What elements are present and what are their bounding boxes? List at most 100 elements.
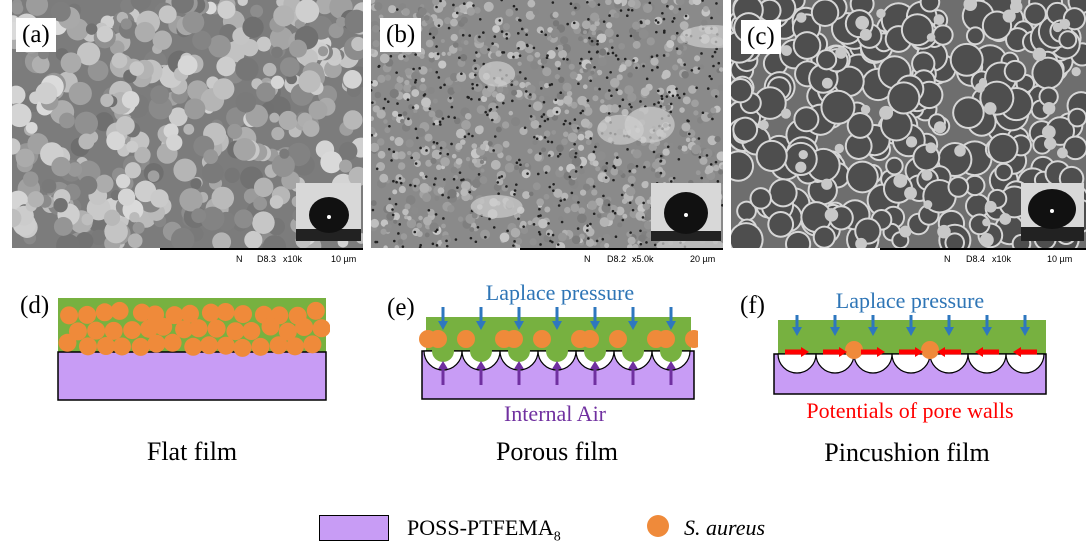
bacterium <box>201 303 220 322</box>
bacterium <box>184 337 203 356</box>
bacterium <box>154 317 173 336</box>
scale-bar-label-a: 10 µm <box>331 254 357 264</box>
bacterium <box>189 319 208 338</box>
air-arrow-head <box>514 361 524 369</box>
flat-film-diagram <box>57 298 330 401</box>
bacterium <box>58 333 77 352</box>
scale-d-a: D8.3 <box>257 254 277 264</box>
diagram-tag-d: (d) <box>20 292 50 319</box>
bacterium <box>60 306 79 325</box>
legend-substrate-swatch <box>319 515 389 541</box>
bacterium <box>251 337 270 356</box>
laplace-arrow-head <box>1020 327 1030 336</box>
trapped-meniscus <box>546 340 568 362</box>
sem-texture-a <box>12 0 363 248</box>
bacterium <box>123 321 142 340</box>
bacterium <box>132 303 151 322</box>
caption-flat-film: Flat film <box>146 437 238 466</box>
scale-n-a: N <box>236 254 243 264</box>
laplace-label-f: Laplace pressure <box>835 288 985 313</box>
bacterium <box>147 334 166 353</box>
bacterium <box>78 305 97 324</box>
droplet-inset-c <box>1021 183 1084 241</box>
pore <box>1005 353 1045 374</box>
bacterium <box>306 301 325 320</box>
bacterium <box>845 341 863 359</box>
bacterium <box>234 305 253 324</box>
scale-n-b: N <box>584 254 591 264</box>
laplace-arrow-head <box>552 321 562 330</box>
diagram-tag-e: (e) <box>387 294 415 321</box>
bacterium <box>110 301 129 320</box>
scale-mag-c: x10k <box>992 254 1012 264</box>
caption-porous-film: Porous film <box>495 437 619 466</box>
bacterium <box>286 337 305 356</box>
bacterium <box>685 330 698 348</box>
wall-arrow-head <box>1013 347 1021 357</box>
laplace-label-e: Laplace pressure <box>485 280 635 305</box>
bacterium <box>312 319 330 338</box>
laplace-arrow-head <box>830 327 840 336</box>
bacterium <box>242 322 261 341</box>
air-arrow-head <box>438 361 448 369</box>
pore <box>967 353 1007 374</box>
bacterium <box>165 306 184 325</box>
bacterium <box>429 330 447 348</box>
wall-arrow-head <box>915 347 923 357</box>
wall-arrow-head <box>801 347 809 357</box>
air-arrow-head <box>476 361 486 369</box>
bacterium <box>216 336 235 355</box>
wall-arrow-head <box>877 347 885 357</box>
diagram-tag-f: (f) <box>740 292 765 319</box>
panel-tag-a: (a) <box>16 18 56 52</box>
bacterium <box>261 317 280 336</box>
scale-mag-b: x5.0k <box>632 254 654 264</box>
scale-mag-a: x10k <box>283 254 303 264</box>
sem-texture-c <box>731 0 1086 248</box>
sem-image-c <box>731 0 1086 248</box>
bacterium <box>175 320 194 339</box>
substrate-layer <box>57 351 327 401</box>
laplace-arrow-head <box>514 321 524 330</box>
bacterium <box>216 302 235 321</box>
laplace-arrow-head <box>590 321 600 330</box>
bacterium <box>295 318 314 337</box>
bacterium <box>657 330 675 348</box>
bacterium <box>131 337 150 356</box>
laplace-arrow-head <box>868 327 878 336</box>
bacterium <box>505 330 523 348</box>
panel-tag-c: (c) <box>741 20 781 54</box>
bacterium <box>269 336 288 355</box>
scale-bar-c <box>880 248 1086 250</box>
scale-d-b: D8.2 <box>607 254 627 264</box>
internal-air-label: Internal Air <box>503 401 607 426</box>
air-arrow-head <box>590 361 600 369</box>
wall-arrow-head <box>937 347 945 357</box>
bacterium <box>581 330 599 348</box>
laplace-arrow-head <box>792 327 802 336</box>
laplace-arrow-head <box>438 321 448 330</box>
bacterium <box>112 337 131 356</box>
droplet-inset-a <box>296 183 361 241</box>
scale-d-c: D8.4 <box>966 254 986 264</box>
caption-pincushion-film: Pincushion film <box>824 438 990 467</box>
bacterium <box>96 337 115 356</box>
bacterium <box>140 319 159 338</box>
scale-bar-b <box>520 248 723 250</box>
air-arrow-head <box>552 361 562 369</box>
pore-wall-label: Potentials of pore walls <box>806 398 1014 423</box>
bacterium <box>163 333 182 352</box>
air-arrow-head <box>666 361 676 369</box>
laplace-arrow-head <box>628 321 638 330</box>
bacterium <box>78 337 97 356</box>
laplace-arrow-head <box>476 321 486 330</box>
bacterium <box>609 330 627 348</box>
pincushion-film-diagram <box>773 315 1047 395</box>
sem-image-b <box>371 0 723 248</box>
bacterium <box>200 336 219 355</box>
droplet-inset-b <box>651 183 721 241</box>
pore <box>929 353 969 374</box>
trapped-meniscus <box>622 340 644 362</box>
legend-substrate-subscript: 8 <box>553 529 561 545</box>
bacterium <box>457 330 475 348</box>
